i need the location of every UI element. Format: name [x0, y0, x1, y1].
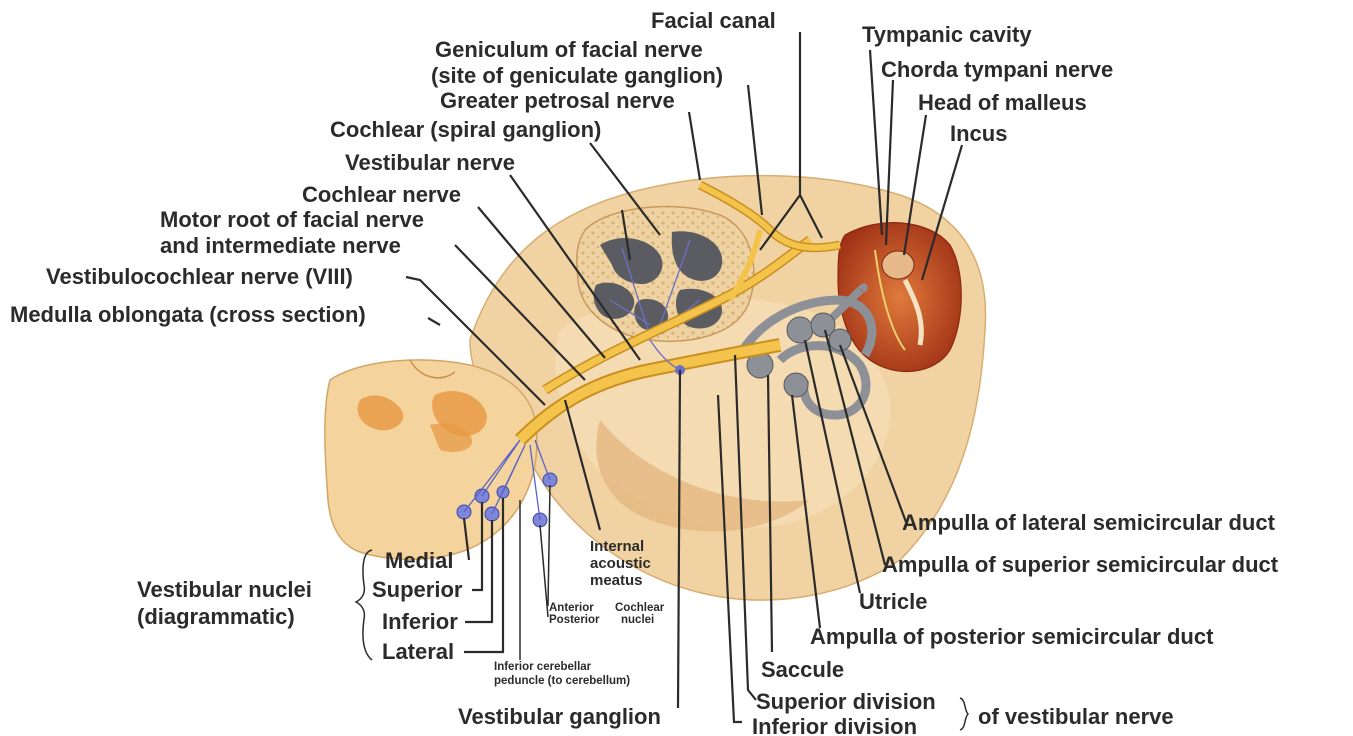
label-tympanic-cavity: Tympanic cavity [862, 22, 1032, 47]
label-of-vestibular-nerve: of vestibular nerve [978, 704, 1174, 729]
label-lateral: Lateral [382, 639, 454, 664]
label-inferior-division: Inferior division [752, 714, 917, 736]
label-medial: Medial [385, 548, 453, 573]
label-internal-meatus-line3: meatus [590, 572, 643, 589]
label-vestibulocochlear: Vestibulocochlear nerve (VIII) [46, 264, 353, 289]
label-cochlear-nuclei-line2: nuclei [621, 614, 654, 626]
label-superior: Superior [372, 577, 463, 602]
label-vestibular-ganglion: Vestibular ganglion [458, 704, 661, 729]
label-inferior-peduncle-line1: Inferior cerebellar [494, 661, 592, 673]
label-cochlear-nuclei-line1: Cochlear [615, 602, 665, 614]
label-internal-meatus-line2: acoustic [590, 555, 651, 572]
label-anterior: Anterior [549, 602, 594, 614]
label-ampulla-posterior: Ampulla of posterior semicircular duct [810, 624, 1214, 649]
label-motor-root-line2: and intermediate nerve [160, 233, 401, 258]
label-vestibular-nuclei-line1: Vestibular nuclei [137, 577, 312, 602]
label-inferior: Inferior [382, 609, 458, 634]
label-facial-canal: Facial canal [651, 8, 776, 33]
label-saccule: Saccule [761, 657, 844, 682]
label-cochlear-nerve: Cochlear nerve [302, 182, 461, 207]
label-incus: Incus [950, 121, 1007, 146]
label-chorda-tympani: Chorda tympani nerve [881, 57, 1113, 82]
label-ampulla-superior: Ampulla of superior semicircular duct [882, 552, 1279, 577]
label-vestibular-nuclei-line2: (diagrammatic) [137, 604, 295, 629]
label-internal-meatus-line1: Internal [590, 538, 644, 555]
label-cochlear-spiral-ganglion: Cochlear (spiral ganglion) [330, 117, 601, 142]
label-motor-root-line1: Motor root of facial nerve [160, 207, 424, 232]
label-geniculum-line1: Geniculum of facial nerve [435, 37, 703, 62]
label-posterior: Posterior [549, 614, 600, 626]
label-utricle: Utricle [859, 589, 927, 614]
label-greater-petrosal: Greater petrosal nerve [440, 88, 675, 113]
label-vestibular-nerve: Vestibular nerve [345, 150, 515, 175]
label-superior-division: Superior division [756, 689, 936, 714]
label-ampulla-lateral: Ampulla of lateral semicircular duct [902, 510, 1276, 535]
label-inferior-peduncle-line2: peduncle (to cerebellum) [494, 675, 630, 687]
label-geniculum-line2: (site of geniculate ganglion) [431, 63, 723, 88]
label-head-of-malleus: Head of malleus [918, 90, 1087, 115]
label-medulla: Medulla oblongata (cross section) [10, 302, 366, 327]
